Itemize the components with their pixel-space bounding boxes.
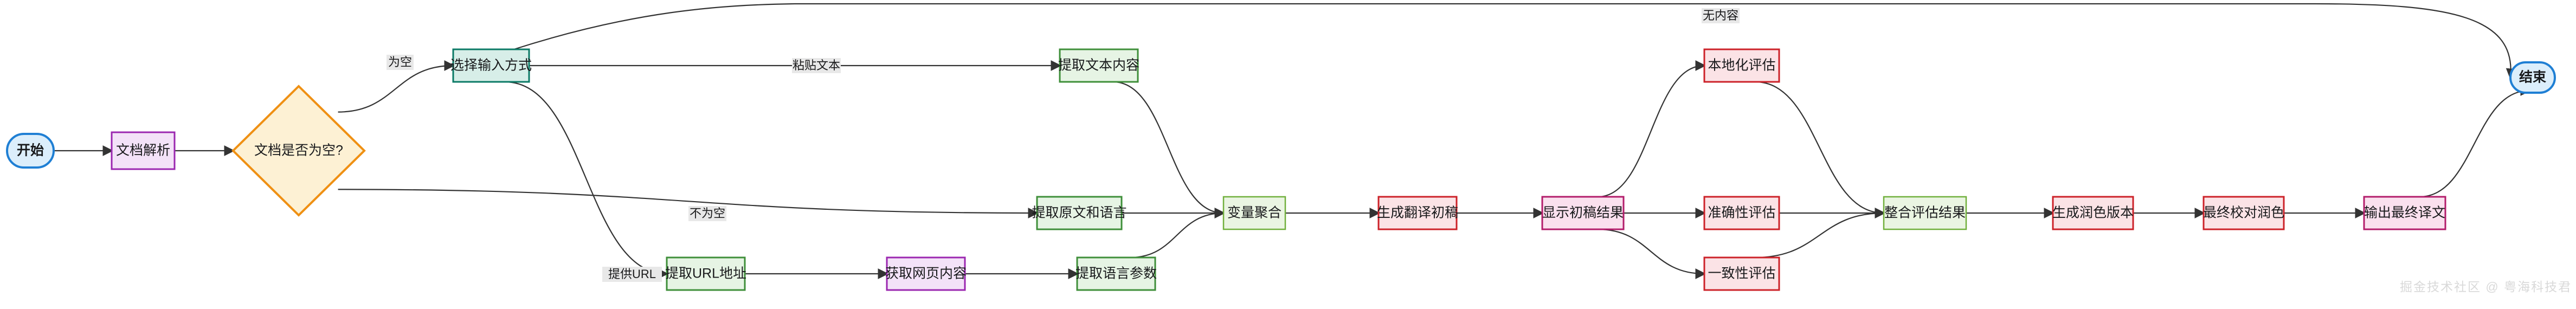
node-shape-parse [111,131,176,170]
node-shape-showdraft [1541,196,1625,230]
edge-label-chooseinput-to-exttext: 粘贴文本 [793,59,840,72]
node-shape-start [6,133,55,169]
node-label-polish: 生成润色版本 [2052,205,2134,221]
edge-label-bg-isempty-chooseinput [387,55,414,70]
edge-showdraft-to-evloc [1597,60,1706,198]
node-shape-output [2363,196,2446,230]
node-label-varagg: 变量聚合 [1227,205,1281,221]
node-label-evacc: 准确性评估 [1708,205,1775,221]
node-label-evloc: 本地化评估 [1708,58,1775,73]
node-chooseinput[interactable]: 选择输入方式 [450,48,532,83]
node-label-parse: 文档解析 [116,143,170,158]
node-shape-polish [2052,196,2134,230]
node-exturl[interactable]: 提取URL地址 [665,256,746,291]
edge-exttext-to-varagg [1112,81,1226,218]
node-shape-end [2509,61,2556,94]
node-showdraft[interactable]: 显示初稿结果 [1541,196,1625,230]
node-shape-evacc [1703,196,1780,230]
node-fetchweb[interactable]: 获取网页内容 [885,256,967,291]
node-label-extlang: 提取语言参数 [1076,266,1157,281]
node-isempty[interactable]: 文档是否为空? [231,85,366,217]
node-evloc[interactable]: 本地化评估 [1703,48,1780,83]
edge-isempty-to-chooseinput [338,60,455,113]
node-exttext[interactable]: 提取文本内容 [1058,48,1139,83]
node-shape-chooseinput [452,48,530,83]
edge-output-to-end [2419,85,2532,198]
node-shape-extsrc [1036,196,1123,230]
node-label-exttext: 提取文本内容 [1058,58,1139,73]
node-draft[interactable]: 生成翻译初稿 [1377,196,1458,230]
node-label-proof: 最终校对润色 [2203,205,2284,221]
node-label-isempty: 文档是否为空? [254,143,343,158]
node-extsrc[interactable]: 提取原文和语言 [1032,196,1127,230]
node-label-showdraft: 显示初稿结果 [1542,205,1624,221]
edge-layer [54,3,2532,279]
node-extlang[interactable]: 提取语言参数 [1076,256,1157,291]
node-label-exturl: 提取URL地址 [665,266,746,281]
edge-label-bg-chooseinput-end [1702,8,1740,23]
node-evcon[interactable]: 一致性评估 [1703,256,1780,291]
edge-label-chooseinput-to-end: 无内容 [1703,9,1738,22]
edge-isempty-to-extsrc [338,189,1039,218]
node-label-evcon: 一致性评估 [1708,266,1775,281]
node-shape-extlang [1076,256,1156,291]
node-parse[interactable]: 文档解析 [111,131,176,170]
node-label-start: 开始 [17,143,44,158]
node-polish[interactable]: 生成润色版本 [2052,196,2134,230]
node-shape-varagg [1222,196,1286,230]
edge-showdraft-to-evcon [1597,228,1706,279]
node-label-fetchweb: 获取网页内容 [885,266,967,281]
node-shape-merge [1883,196,1967,230]
edge-label-bg-chooseinput-exturl [602,267,662,282]
edge-evcon-to-merge [1755,208,1886,259]
node-merge[interactable]: 整合评估结果 [1883,196,1967,230]
edge-label-isempty-to-extsrc: 不为空 [690,207,725,220]
edge-label-isempty-to-chooseinput: 为空 [388,55,412,69]
node-start[interactable]: 开始 [6,133,55,169]
node-output[interactable]: 输出最终译文 [2363,196,2446,230]
edge-label-bg-chooseinput-exttext [792,58,841,73]
node-label-output: 输出最终译文 [2364,205,2445,221]
edge-label-chooseinput-to-exturl: 提供URL [608,267,656,281]
node-proof[interactable]: 最终校对润色 [2203,196,2285,230]
node-label-draft: 生成翻译初稿 [1377,205,1458,221]
node-shape-exturl [666,256,746,291]
node-shape-evcon [1703,256,1780,291]
node-shape-evloc [1703,48,1780,83]
node-label-chooseinput: 选择输入方式 [450,58,532,73]
node-label-extsrc: 提取原文和语言 [1032,205,1126,221]
node-label-merge: 整合评估结果 [1884,205,1966,221]
node-shape-exttext [1059,48,1139,83]
node-evacc[interactable]: 准确性评估 [1703,196,1780,230]
node-label-end: 结束 [2519,70,2547,85]
edge-extlang-to-varagg [1130,208,1226,259]
watermark-text: 掘金技术社区 @ 粤海科技君 [2400,280,2572,294]
node-shape-draft [1377,196,1458,230]
edge-chooseinput-to-exturl [505,81,669,279]
node-end[interactable]: 结束 [2509,61,2556,94]
edge-evloc-to-merge [1755,81,1886,218]
edge-label-bg-isempty-extsrc [688,206,726,221]
node-varagg[interactable]: 变量聚合 [1222,196,1286,230]
node-shape-fetchweb [886,256,966,291]
node-shape-isempty [231,85,366,217]
edge-chooseinput-to-end [513,3,2517,80]
node-shape-proof [2203,196,2285,230]
